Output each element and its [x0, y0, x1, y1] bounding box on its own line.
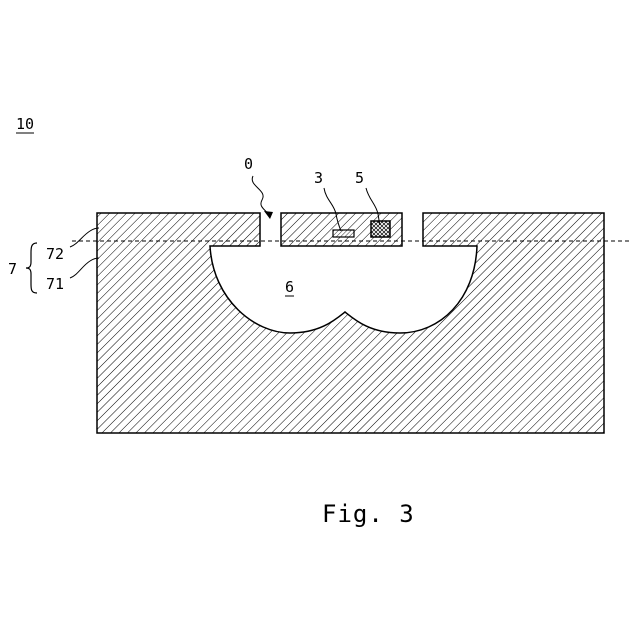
ref-label-3: 3 [314, 169, 323, 187]
ref-label-71: 71 [46, 275, 64, 293]
leader-72 [70, 228, 99, 247]
component-3 [333, 230, 354, 237]
ref-label-5: 5 [355, 169, 364, 187]
ref-label-6: 6 [285, 278, 294, 296]
ref-label-72: 72 [46, 245, 64, 263]
ref-label-0: 0 [244, 155, 253, 173]
brace-7 [26, 243, 37, 293]
leader-0 [252, 176, 270, 216]
leader-71 [70, 258, 99, 278]
ref-label-7: 7 [8, 260, 17, 278]
component-5 [371, 221, 390, 237]
ref-label-10: 10 [16, 115, 34, 133]
figure-caption: Fig. 3 [322, 500, 415, 528]
arrowhead-0 [264, 211, 273, 219]
